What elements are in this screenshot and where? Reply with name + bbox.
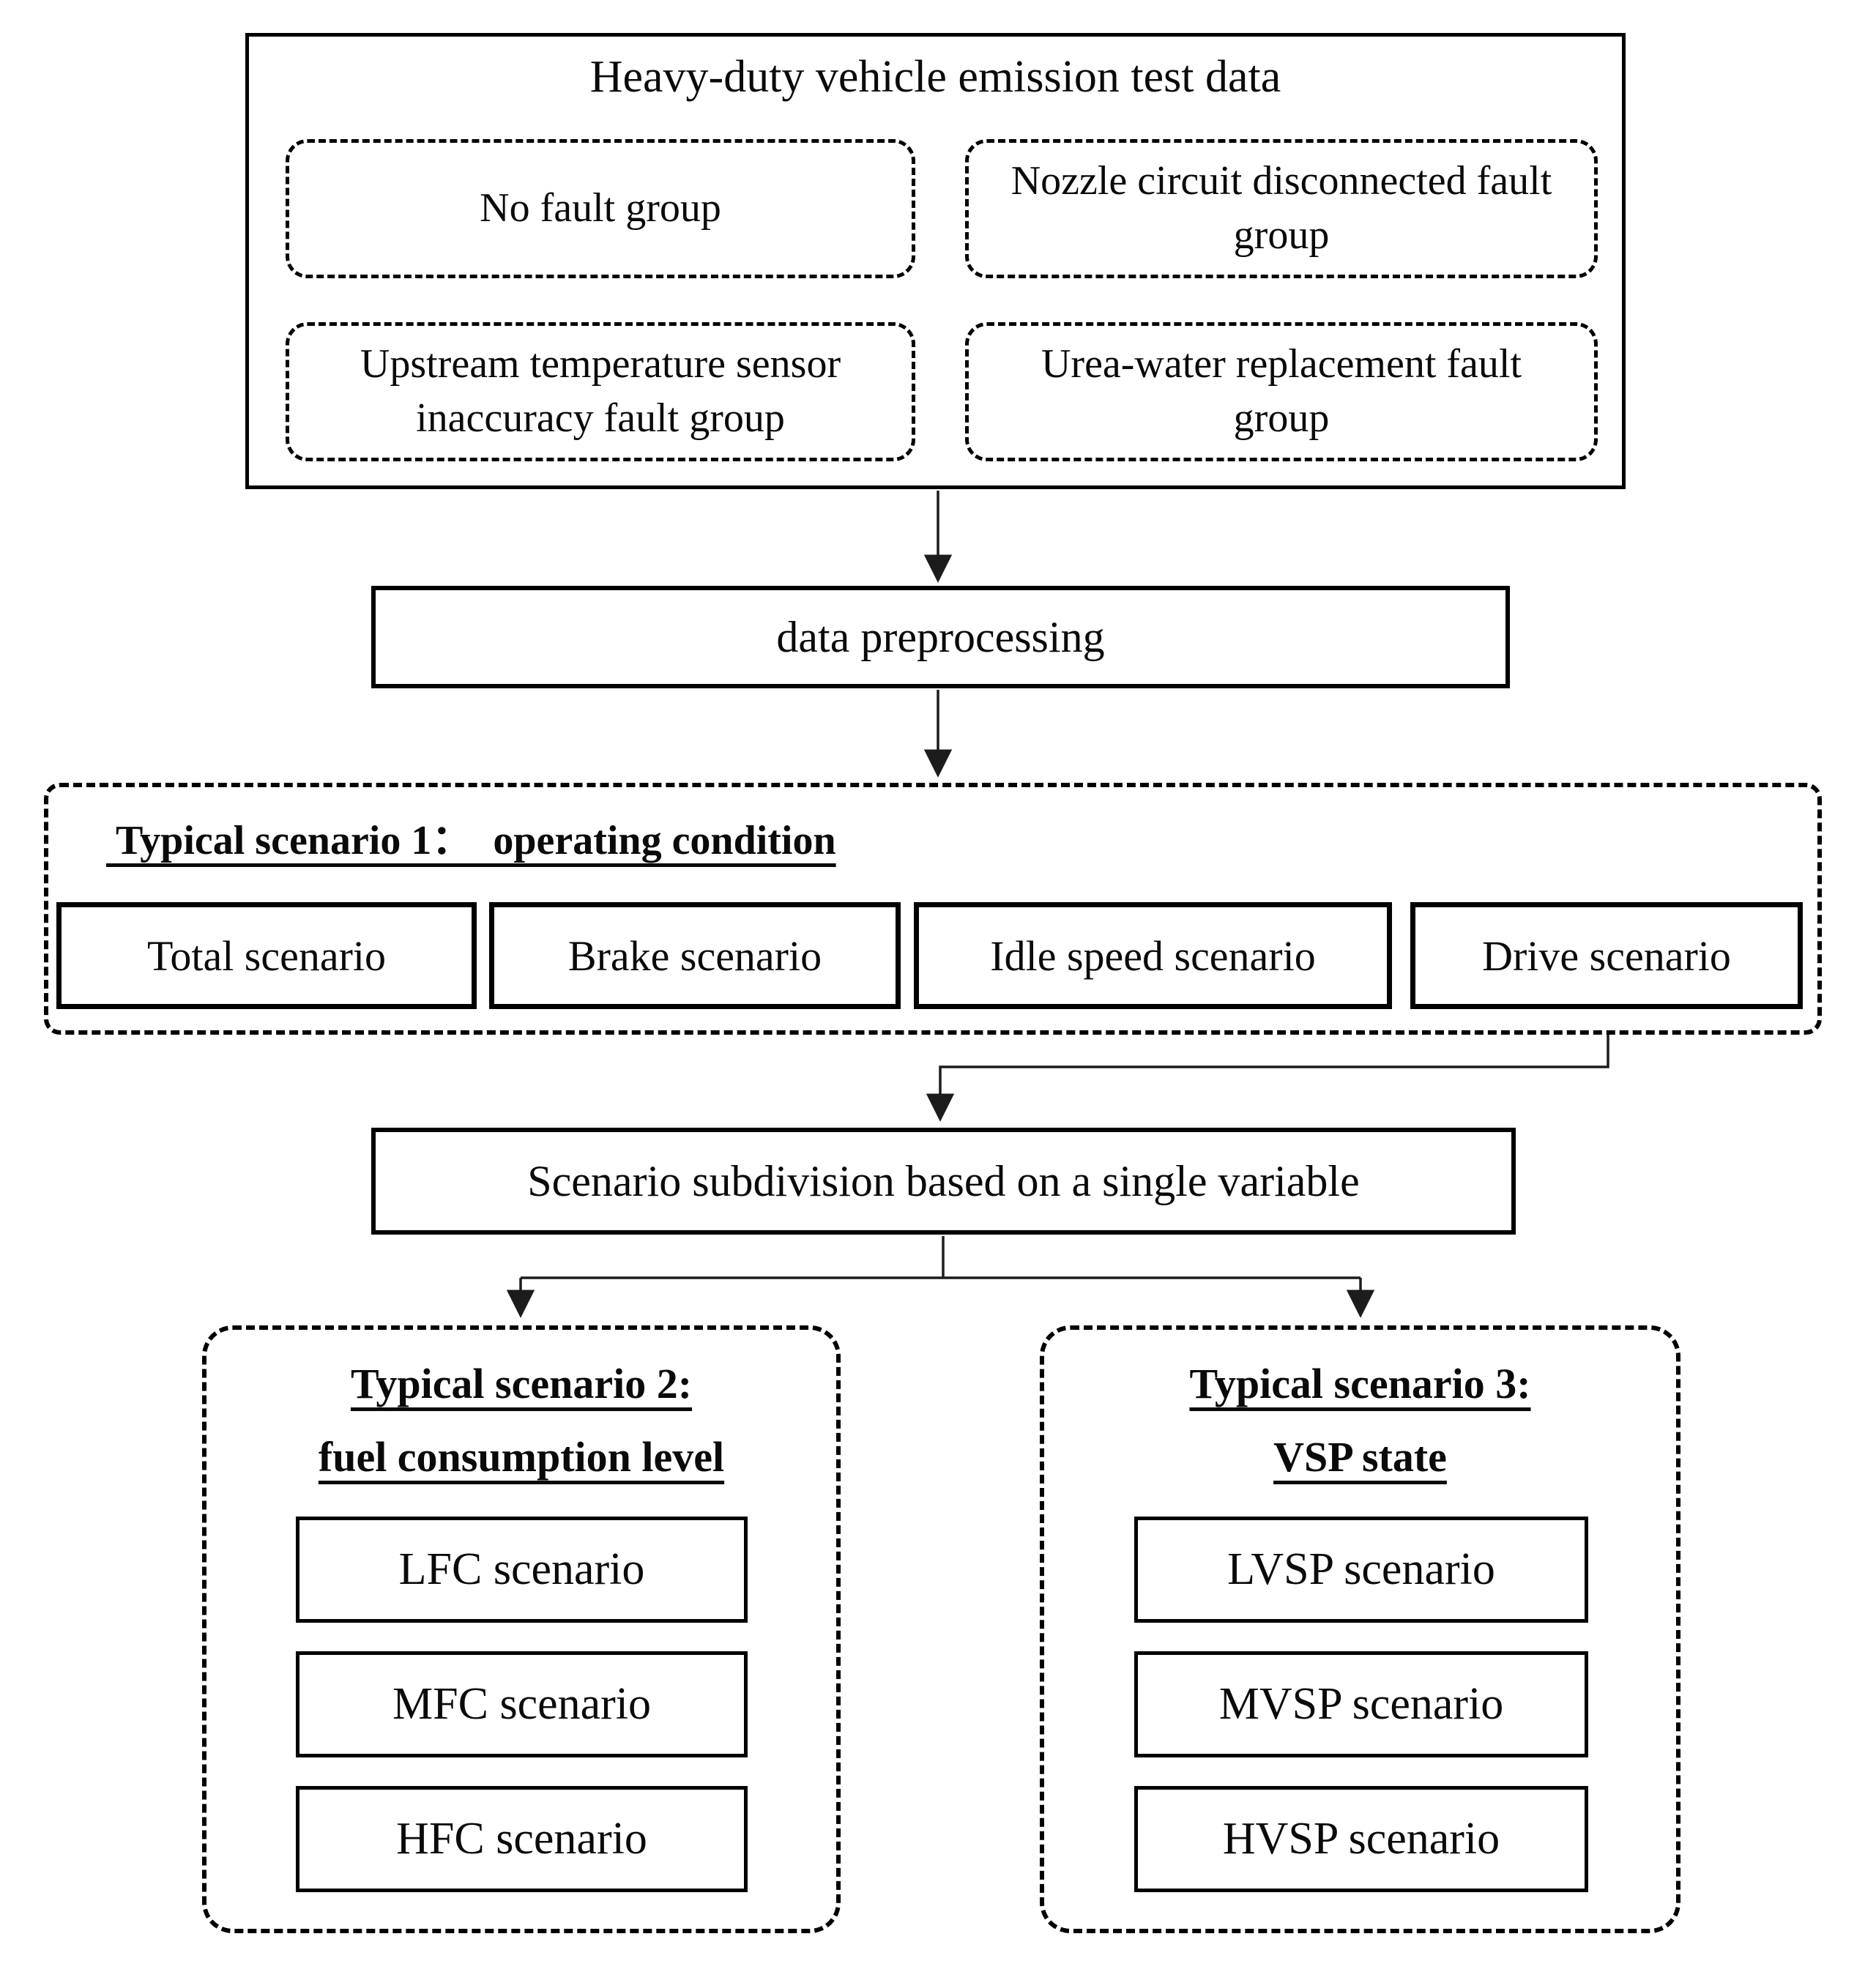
- typical-scenario3-title-line2: VSP state: [1040, 1432, 1680, 1481]
- idle-speed-scenario-box: Idle speed scenario: [914, 902, 1392, 1009]
- connector-drive-to-subdivision: [926, 1011, 1609, 1122]
- no-fault-group-box: No fault group: [286, 139, 915, 278]
- typical-scenario1-title: Typical scenario 1： operating condition: [106, 818, 836, 863]
- drive-scenario-box: Drive scenario: [1410, 902, 1803, 1009]
- lfc-scenario-box: LFC scenario: [296, 1517, 748, 1623]
- typical-scenario3-subtitle-text: VSP state: [1273, 1433, 1447, 1481]
- typical-scenario2-title-line2: fuel consumption level: [202, 1432, 841, 1481]
- hfc-scenario-box: HFC scenario: [296, 1786, 748, 1892]
- hvsp-scenario-box: HVSP scenario: [1134, 1786, 1588, 1892]
- upstream-temperature-sensor-fault-group-box: Upstream temperature sensor inaccuracy f…: [286, 322, 915, 461]
- mvsp-scenario-box: MVSP scenario: [1134, 1651, 1588, 1757]
- typical-scenario3-title-line1: Typical scenario 3:: [1040, 1359, 1680, 1408]
- urea-water-replacement-fault-group-box: Urea-water replacement fault group: [965, 322, 1598, 461]
- typical-scenario2-title-text: Typical scenario 2:: [350, 1360, 693, 1407]
- mfc-scenario-box: MFC scenario: [296, 1651, 748, 1757]
- typical-scenario3-title-text: Typical scenario 3:: [1189, 1360, 1531, 1407]
- emission-test-data-title: Heavy-duty vehicle emission test data: [589, 52, 1281, 102]
- total-scenario-box: Total scenario: [56, 902, 477, 1009]
- typical-scenario2-subtitle-text: fuel consumption level: [318, 1433, 725, 1481]
- nozzle-circuit-disconnected-fault-group-box: Nozzle circuit disconnected fault group: [965, 139, 1598, 278]
- lvsp-scenario-box: LVSP scenario: [1134, 1517, 1588, 1623]
- scenario-subdivision-box: Scenario subdivision based on a single v…: [371, 1128, 1516, 1235]
- data-preprocessing-box: data preprocessing: [371, 586, 1510, 688]
- typical-scenario2-title-line1: Typical scenario 2:: [202, 1359, 841, 1408]
- brake-scenario-box: Brake scenario: [489, 902, 901, 1009]
